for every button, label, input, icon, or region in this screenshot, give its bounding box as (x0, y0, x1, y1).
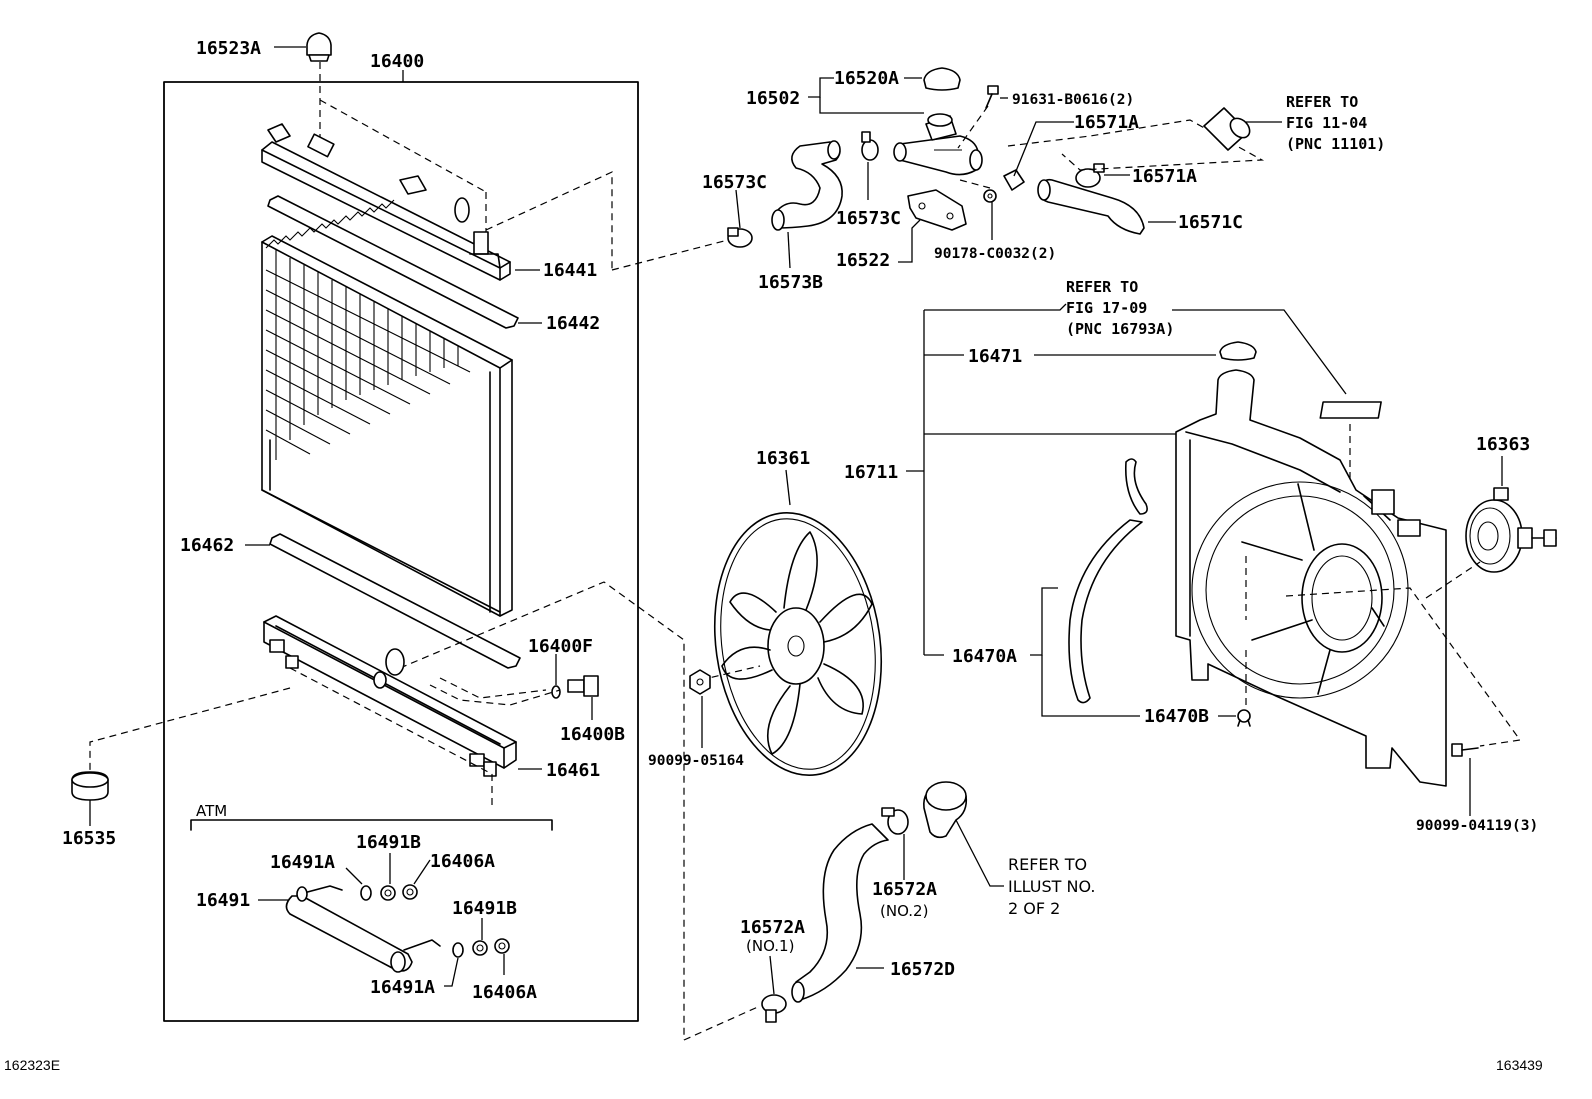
clamp-16571A-1[interactable] (1003, 169, 1025, 191)
label-16461: 16461 (546, 760, 600, 781)
radiator-cushion-16535[interactable] (71, 771, 109, 826)
label-16572A-1-sub: (NO.1) (746, 937, 794, 955)
svg-text:REFER TO: REFER TO (1066, 278, 1138, 296)
label-16522: 16522 (836, 250, 890, 271)
label-16571C: 16571C (1178, 212, 1243, 233)
upper-gasket-16442[interactable] (267, 195, 519, 329)
clamp-16573C-1[interactable] (727, 227, 753, 248)
reference-note-fig-17-09: REFER TO FIG 17-09 (PNC 16793A) (1066, 278, 1174, 338)
radiator-hose-16571C[interactable] (1037, 178, 1145, 235)
label-16400: 16400 (370, 51, 424, 72)
label-16406A-1: 16406A (430, 851, 495, 872)
upper-tank-16441[interactable] (261, 123, 511, 281)
radiator-core (261, 199, 513, 617)
label-16573C-2: 16573C (836, 208, 901, 229)
label-16491: 16491 (196, 890, 250, 911)
reservoir-cap-16520A[interactable] (923, 67, 961, 91)
svg-text:2 OF 2: 2 OF 2 (1008, 899, 1060, 918)
footer-left-code: 162323E (4, 1057, 60, 1073)
label-16573B: 16573B (758, 272, 823, 293)
drain-o-ring-16400F[interactable] (551, 685, 561, 699)
label-16571A-1: 16571A (1074, 112, 1139, 133)
washer-16491B-2[interactable] (472, 940, 488, 956)
label-16572A-1: 16572A (740, 917, 805, 938)
radiator-cap-16523A[interactable] (274, 32, 332, 62)
svg-text:REFER TO: REFER TO (1008, 855, 1087, 874)
pipe-reference-fig-11-04 (1203, 107, 1251, 151)
label-90178: 90178-C0032(2) (934, 246, 1056, 262)
label-16471: 16471 (968, 346, 1022, 367)
label-16442: 16442 (546, 313, 600, 334)
label-16502: 16502 (746, 88, 800, 109)
bracket-16522[interactable] (907, 189, 967, 231)
label-16520A: 16520A (834, 68, 899, 89)
label-16470A: 16470A (952, 646, 1017, 667)
label-16571A-2: 16571A (1132, 166, 1197, 187)
radiator-assembly-frame (163, 81, 639, 1022)
nut-16406A-1[interactable] (402, 884, 418, 900)
label-16491B-1: 16491B (356, 832, 421, 853)
svg-text:(PNC 11101): (PNC 11101) (1286, 135, 1385, 153)
label-16361: 16361 (756, 448, 810, 469)
atm-oil-cooler-hose-16491[interactable] (285, 885, 441, 973)
bolt-91631[interactable] (985, 85, 999, 109)
clamp-16571A-2[interactable] (1075, 163, 1105, 188)
bolt-90099-04119[interactable] (1451, 743, 1479, 757)
svg-text:REFER TO: REFER TO (1286, 93, 1358, 111)
label-16572A-2-sub: (NO.2) (880, 902, 928, 920)
cooling-fan-16361[interactable] (698, 502, 897, 786)
shroud-label-plate (1319, 401, 1382, 419)
label-90099-04119: 90099-04119(3) (1416, 818, 1538, 834)
svg-text:FIG 17-09: FIG 17-09 (1066, 299, 1147, 317)
label-16711: 16711 (844, 462, 898, 483)
label-90099-05164: 90099-05164 (648, 753, 744, 769)
clamp-16572A-1[interactable] (761, 994, 787, 1023)
reservoir-cap-16471[interactable] (1219, 341, 1257, 361)
drain-cock-16400B[interactable] (567, 675, 599, 720)
svg-text:(PNC 16793A): (PNC 16793A) (1066, 320, 1174, 338)
label-16572D: 16572D (890, 959, 955, 980)
label-16572A-2: 16572A (872, 879, 937, 900)
svg-text:ILLUST NO.: ILLUST NO. (1008, 877, 1095, 896)
overflow-hose-16470A[interactable] (1068, 458, 1148, 704)
clamp-16573C-2[interactable] (861, 131, 879, 161)
lower-tank-16461[interactable] (263, 615, 517, 777)
svg-text:FIG 11-04: FIG 11-04 (1286, 114, 1367, 132)
label-16441: 16441 (543, 260, 597, 281)
lower-gasket-16462[interactable] (269, 533, 521, 669)
water-inlet-16502[interactable] (893, 113, 983, 176)
label-16535: 16535 (62, 828, 116, 849)
reference-note-fig-11-04: REFER TO FIG 11-04 (PNC 11101) (1286, 93, 1385, 153)
label-16523A: 16523A (196, 38, 261, 59)
clamp-16572A-2[interactable] (881, 807, 909, 835)
label-16573C-1: 16573C (702, 172, 767, 193)
label-16406A-2: 16406A (472, 982, 537, 1003)
o-ring-16491A-2[interactable] (452, 942, 464, 958)
fan-shroud-16711[interactable] (1175, 369, 1447, 787)
nut-90099-05164[interactable] (689, 669, 711, 695)
washer-16491B-1[interactable] (380, 885, 396, 901)
label-91631: 91631-B0616(2) (1012, 92, 1134, 108)
nut-90178[interactable] (983, 189, 997, 203)
label-atm: ATM (196, 802, 227, 820)
label-16400B: 16400B (560, 724, 625, 745)
clip-16470B[interactable] (1237, 709, 1251, 727)
outlet-housing-reference (923, 781, 968, 839)
footer-right-code: 163439 (1496, 1057, 1543, 1073)
hose-16573B[interactable] (771, 140, 843, 231)
fan-motor-16363[interactable] (1465, 487, 1557, 573)
atm-bracket (190, 819, 553, 831)
label-16363: 16363 (1476, 434, 1530, 455)
label-16491A-2: 16491A (370, 977, 435, 998)
label-16470B: 16470B (1144, 706, 1209, 727)
reference-note-illust-2-of-2: REFER TO ILLUST NO. 2 OF 2 (1008, 855, 1095, 918)
label-16491A-1: 16491A (270, 852, 335, 873)
o-ring-16491A-1[interactable] (360, 885, 372, 901)
label-16491B-2: 16491B (452, 898, 517, 919)
label-16400F: 16400F (528, 636, 593, 657)
lower-hose-16572D[interactable] (791, 823, 889, 1003)
nut-16406A-2[interactable] (494, 938, 510, 954)
label-16462: 16462 (180, 535, 234, 556)
